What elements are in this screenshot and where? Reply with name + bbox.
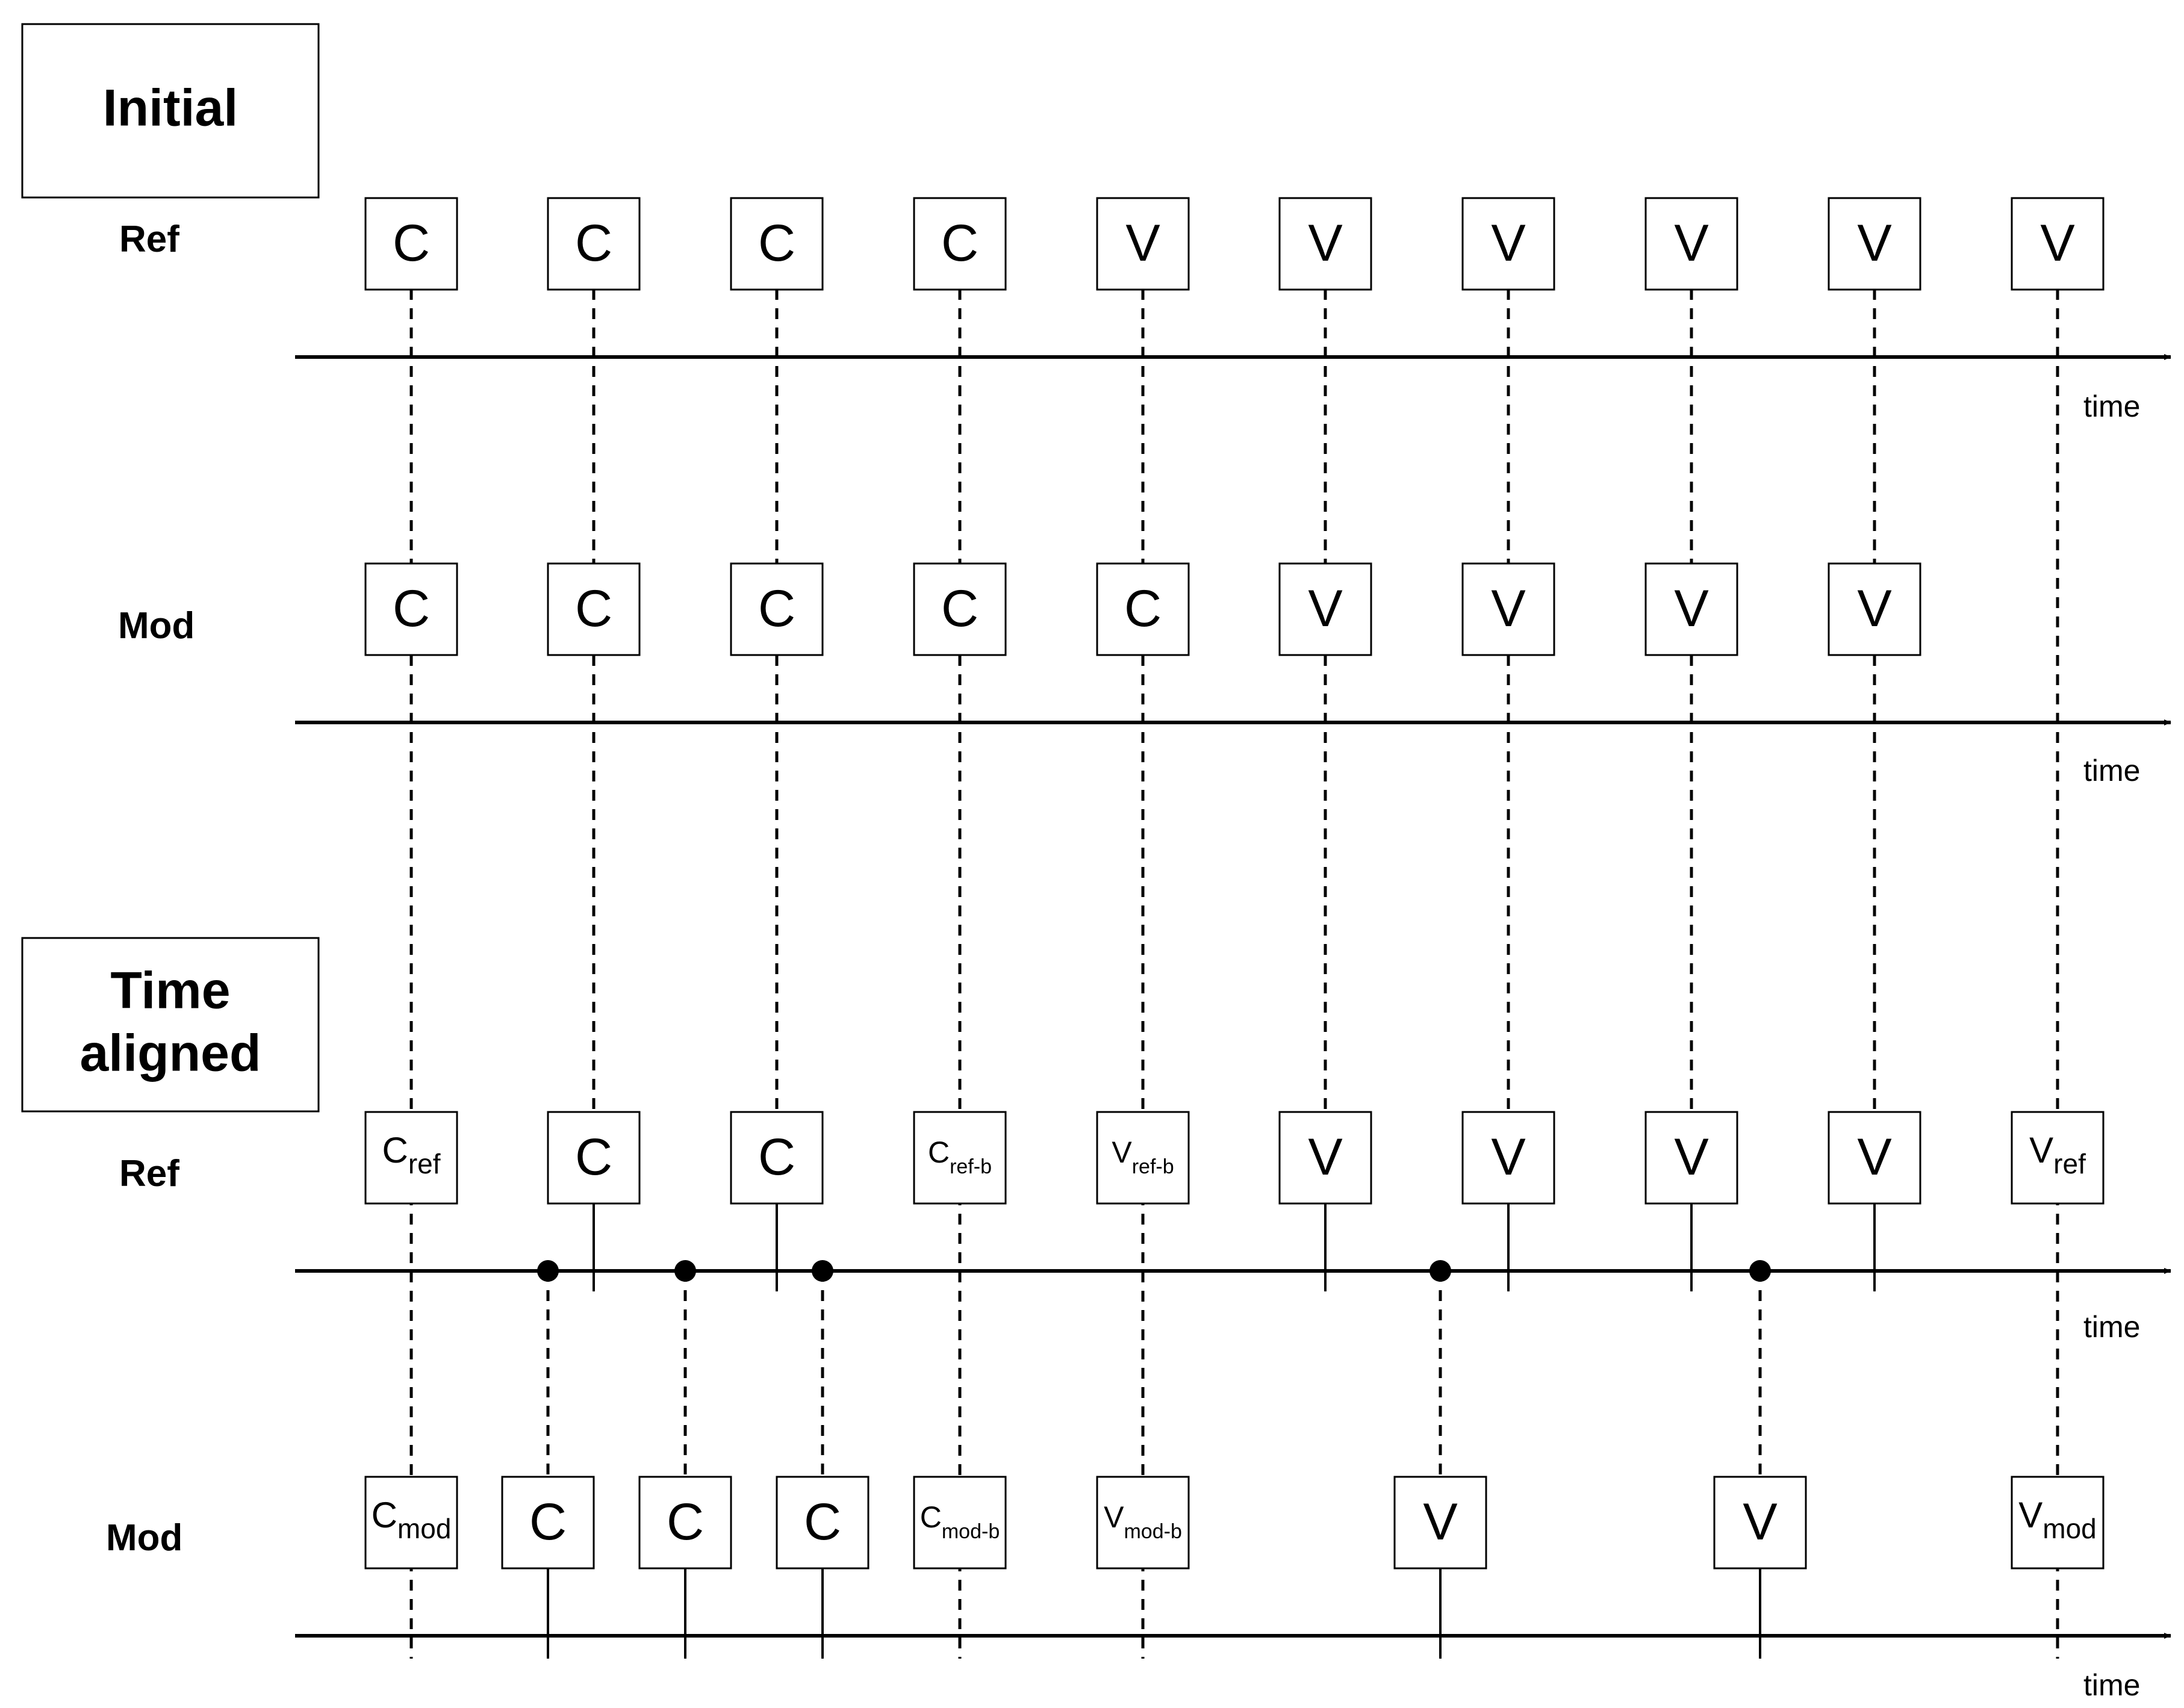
event-box: C xyxy=(730,197,824,291)
time-label-aligned-mod: time xyxy=(2083,1668,2140,1702)
event-box: C xyxy=(638,1476,732,1570)
event-box: V xyxy=(1461,197,1555,291)
event-label: V xyxy=(1857,580,1891,638)
event-box: Vmod xyxy=(2011,1476,2105,1570)
event-label: C xyxy=(941,580,978,638)
initial-section-title: Initial xyxy=(21,23,320,199)
event-box: Cmod xyxy=(364,1476,458,1570)
event-box: V xyxy=(1828,197,1921,291)
event-box: V xyxy=(1828,1111,1921,1205)
event-box: Vmod-b xyxy=(1096,1476,1190,1570)
time-label-aligned-ref: time xyxy=(2083,1310,2140,1344)
initial-title: Initial xyxy=(103,79,238,137)
event-label: V xyxy=(1308,580,1342,638)
event-box: Vref-b xyxy=(1096,1111,1190,1205)
event-box: V xyxy=(1828,562,1921,656)
event-label: C xyxy=(758,1128,795,1186)
event-box: C xyxy=(776,1476,870,1570)
time-label-initial-ref: time xyxy=(2083,390,2140,423)
event-label: C xyxy=(393,580,430,638)
insertion-dot xyxy=(812,1260,833,1282)
event-label: V xyxy=(1423,1493,1457,1551)
event-box: C xyxy=(547,562,641,656)
event-box: V xyxy=(1393,1476,1487,1570)
event-label: V xyxy=(1674,1128,1708,1186)
track-label-initial-ref: Ref xyxy=(119,219,179,260)
event-box: V xyxy=(1278,197,1372,291)
event-label: Cmod xyxy=(372,1495,452,1544)
insertion-dot xyxy=(537,1260,559,1282)
event-label: Cmod-b xyxy=(920,1500,1000,1543)
event-label: Cref xyxy=(382,1130,440,1179)
event-box: V xyxy=(1461,562,1555,656)
insertion-dot xyxy=(1749,1260,1771,1282)
event-label: C xyxy=(575,1128,612,1186)
event-label: V xyxy=(1857,1128,1891,1186)
time-aligned-title-line2: aligned xyxy=(79,1025,261,1082)
time-label-initial-mod: time xyxy=(2083,754,2140,787)
event-label: C xyxy=(667,1493,704,1551)
event-box: V xyxy=(1278,1111,1372,1205)
event-label: V xyxy=(1491,580,1525,638)
event-box: C xyxy=(364,562,458,656)
event-label: Vref-b xyxy=(1112,1135,1174,1178)
event-box: V xyxy=(1644,1111,1738,1205)
event-label: Vref xyxy=(2029,1130,2086,1179)
event-label: C xyxy=(1124,580,1162,638)
event-label: V xyxy=(1857,214,1891,272)
event-label: C xyxy=(758,580,795,638)
track-label-initial-mod: Mod xyxy=(118,605,194,647)
event-box: V xyxy=(1278,562,1372,656)
event-label: V xyxy=(1308,214,1342,272)
time-aligned-section-title: Time aligned xyxy=(21,937,320,1113)
event-label: Cref-b xyxy=(928,1135,992,1178)
event-box: V xyxy=(1644,197,1738,291)
event-label: C xyxy=(575,214,612,272)
alignment-links xyxy=(409,289,2059,1659)
event-box: V xyxy=(1096,197,1190,291)
event-label: V xyxy=(1743,1493,1777,1551)
event-box: C xyxy=(547,197,641,291)
event-label: V xyxy=(1674,214,1708,272)
event-box: V xyxy=(1644,562,1738,656)
track-label-aligned-ref: Ref xyxy=(119,1153,179,1194)
event-box: C xyxy=(913,197,1007,291)
event-box: C xyxy=(501,1476,595,1570)
insertion-dot xyxy=(674,1260,696,1282)
time-aligned-title-line1: Time xyxy=(110,962,230,1020)
event-box: Cref-b xyxy=(913,1111,1007,1205)
insertion-points xyxy=(537,1260,1771,1282)
event-label: V xyxy=(1674,580,1708,638)
event-box: C xyxy=(364,197,458,291)
event-box: V xyxy=(1713,1476,1807,1570)
event-label: C xyxy=(393,214,430,272)
event-label: C xyxy=(529,1493,567,1551)
event-box: C xyxy=(1096,562,1190,656)
event-box: Vref xyxy=(2011,1111,2105,1205)
event-label: C xyxy=(804,1493,841,1551)
event-label: V xyxy=(1491,1128,1525,1186)
event-label: V xyxy=(2040,214,2074,272)
track-label-aligned-mod: Mod xyxy=(106,1517,182,1559)
event-box: Cmod-b xyxy=(913,1476,1007,1570)
event-label: Vmod xyxy=(2018,1495,2097,1544)
event-label: C xyxy=(941,214,978,272)
event-box: V xyxy=(1461,1111,1555,1205)
event-label: V xyxy=(1308,1128,1342,1186)
event-label: Vmod-b xyxy=(1104,1500,1182,1543)
event-box: V xyxy=(2011,197,2105,291)
event-box: Cref xyxy=(364,1111,458,1205)
event-label: C xyxy=(575,580,612,638)
event-box: C xyxy=(547,1111,641,1205)
event-label: C xyxy=(758,214,795,272)
event-box: C xyxy=(730,562,824,656)
insertion-dot xyxy=(1430,1260,1451,1282)
event-label: V xyxy=(1491,214,1525,272)
event-box: C xyxy=(913,562,1007,656)
time-axes xyxy=(295,354,2171,1639)
event-box: C xyxy=(730,1111,824,1205)
event-label: V xyxy=(1125,214,1160,272)
